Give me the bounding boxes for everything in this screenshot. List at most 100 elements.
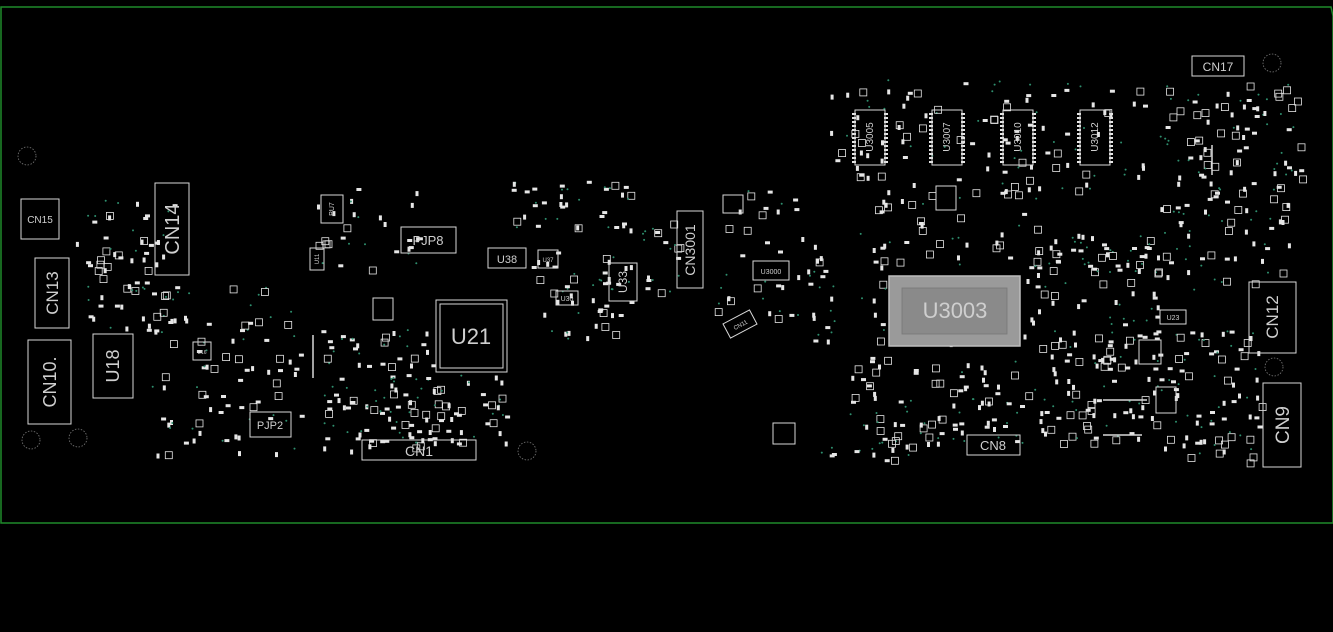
chip-pin [1109, 153, 1113, 155]
smd-pad [629, 301, 635, 304]
component-cn14[interactable]: CN14 [154, 182, 190, 276]
smd-pad [913, 369, 919, 372]
via [389, 410, 392, 413]
chip-pin [884, 117, 888, 119]
smd-pad [865, 424, 869, 430]
component-cn1[interactable]: CN1 [361, 439, 477, 461]
via [1111, 331, 1114, 334]
component-u11[interactable]: U11 [309, 247, 325, 271]
smd-pad [145, 214, 150, 218]
smd-pad [1231, 400, 1237, 404]
component-u37[interactable]: U37 [537, 249, 559, 269]
smd-pad [364, 428, 370, 432]
component-u18[interactable]: U18 [92, 333, 134, 399]
component-u3007[interactable]: U3007 [931, 109, 963, 166]
smd-pad [1093, 436, 1099, 440]
footprint [1018, 158, 1027, 167]
cn3001-label: CN3001 [682, 224, 698, 276]
footprint [1225, 227, 1233, 236]
via [922, 202, 924, 205]
component-u21[interactable]: U21 [435, 299, 508, 373]
via [1064, 282, 1067, 285]
footprint [1162, 252, 1171, 261]
component-cn15[interactable]: CN15 [20, 198, 60, 240]
component-cn12[interactable]: CN12 [1248, 281, 1297, 354]
smd-pad [156, 453, 160, 459]
smd-pad [383, 222, 387, 227]
chip-pin [852, 153, 856, 155]
component-u23[interactable]: U23 [1159, 309, 1187, 325]
footprint [1175, 355, 1183, 363]
smd-pad [830, 130, 834, 136]
component-cn3001[interactable]: CN3001 [676, 210, 704, 289]
component-cn13[interactable]: CN13 [34, 257, 70, 329]
smd-pad [1142, 335, 1148, 339]
component-cn10[interactable]: CN10. [27, 339, 72, 425]
footprint [574, 224, 583, 233]
component-u3005[interactable]: U3005 [854, 109, 886, 166]
smd-pad [410, 202, 414, 208]
component-cn11[interactable]: CN11 [722, 309, 758, 339]
smd-pad [1159, 378, 1165, 382]
smd-pad [1187, 270, 1191, 276]
component-cn9[interactable]: CN9 [1262, 382, 1302, 468]
footprint [919, 424, 928, 433]
smd-pad [524, 190, 530, 194]
smd-pad [1026, 94, 1032, 98]
component-u30[interactable]: U30 [555, 290, 579, 306]
smd-pad [184, 315, 187, 321]
footprint [674, 244, 683, 253]
smd-pad [1113, 413, 1117, 419]
smd-pad [340, 236, 346, 240]
component-u16[interactable]: U16 [192, 341, 212, 361]
component-u3012[interactable]: U3012 [1079, 109, 1111, 166]
via [876, 421, 879, 424]
via [1075, 409, 1078, 411]
via [1285, 173, 1288, 176]
footprint [255, 318, 263, 327]
via [401, 436, 404, 439]
via [1061, 187, 1064, 190]
smd-pad [807, 269, 811, 275]
smd-pad [238, 451, 241, 457]
smd-pad [812, 312, 816, 318]
via [357, 216, 360, 219]
via [780, 202, 783, 205]
component-pu7[interactable]: PU7 [320, 194, 344, 224]
via [866, 99, 869, 102]
smd-pad [454, 412, 459, 416]
smd-pad [1126, 262, 1130, 268]
chip-pin [1077, 161, 1081, 163]
footprint [1233, 158, 1241, 167]
smd-pad [851, 375, 855, 381]
component-u38[interactable]: U38 [487, 247, 527, 269]
component-u3000[interactable]: U3000 [752, 260, 790, 281]
component-cn17[interactable]: CN17 [1191, 55, 1245, 77]
smd-pad [395, 405, 401, 409]
footprint [1299, 175, 1307, 184]
footprint [437, 385, 446, 394]
via [677, 274, 680, 277]
via [1122, 317, 1125, 320]
chip-pin [929, 149, 933, 151]
smd-pad [629, 228, 633, 234]
component-u3003[interactable]: U3003 [888, 275, 1021, 347]
smd-pad [883, 243, 887, 249]
smd-pad [203, 395, 209, 399]
via [592, 284, 595, 287]
smd-pad [1252, 131, 1257, 135]
via [1246, 396, 1249, 399]
smd-pad [1238, 348, 1244, 352]
footprint [880, 257, 889, 266]
component-cn8[interactable]: CN8 [966, 434, 1021, 456]
component-pjp8[interactable]: PJP8 [400, 226, 457, 254]
smd-pad [823, 269, 829, 273]
footprint [1218, 355, 1226, 364]
smd-pad [984, 425, 990, 429]
component-pjp2[interactable]: PJP2 [249, 411, 292, 438]
via [1160, 389, 1163, 392]
component-u3010[interactable]: U3010 [1002, 109, 1034, 166]
smd-pad [980, 400, 984, 406]
chip-pin [1032, 121, 1036, 123]
component-u33[interactable]: U33 [608, 262, 638, 302]
